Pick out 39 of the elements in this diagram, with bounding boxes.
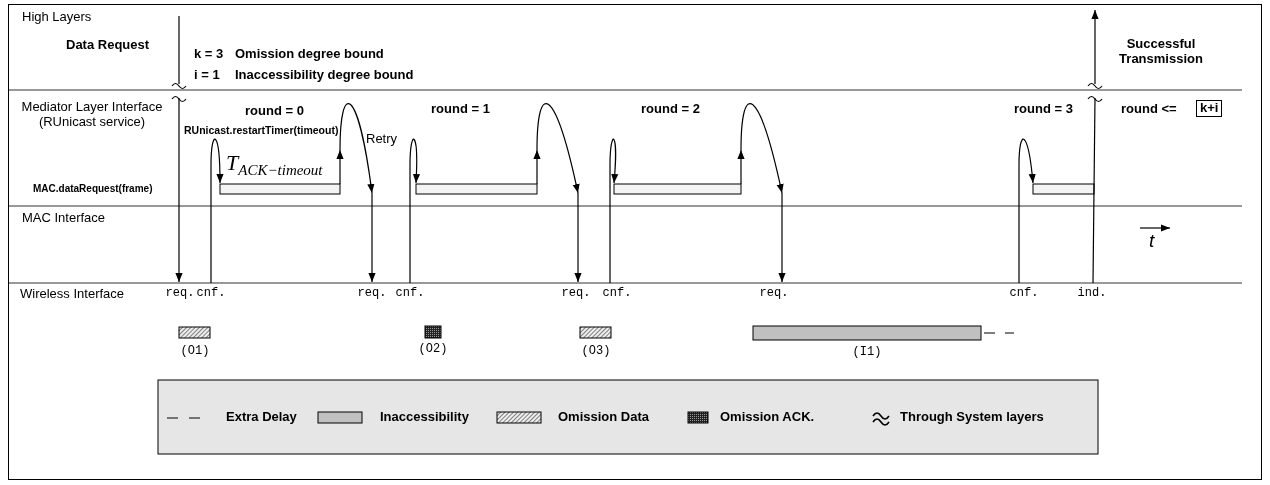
legend-label: Extra Delay xyxy=(226,410,297,425)
round-condition-label: round <= xyxy=(1121,102,1177,117)
parameter-label: k = 3 xyxy=(194,47,224,62)
layer-label: Mediator Layer Interface (RUnicast service) xyxy=(20,100,164,130)
episode-label: (O3) xyxy=(581,345,611,359)
parameter-description: Omission degree bound xyxy=(235,47,384,62)
primitive-label: cnf. xyxy=(602,287,632,301)
event-label: Successful Transmission xyxy=(1118,37,1204,67)
round-label: round = 1 xyxy=(431,102,490,117)
retry-label: Retry xyxy=(366,132,398,147)
primitive-label: ind. xyxy=(1077,287,1107,301)
primitive-label: MAC.dataRequest(frame) xyxy=(33,183,153,195)
episode-label: (I1) xyxy=(852,346,882,360)
legend-label: Inaccessibility xyxy=(380,410,469,425)
parameter-description: Inaccessibility degree bound xyxy=(235,68,414,83)
primitive-label: cnf. xyxy=(196,287,226,301)
round-label: round = 0 xyxy=(245,104,304,119)
round-label: round = 2 xyxy=(641,102,700,117)
legend-label: Through System layers xyxy=(900,410,1044,425)
timeout-label: T$_{ACK−timeout}$ xyxy=(226,150,323,180)
primitive-label: req. xyxy=(759,287,789,301)
round-label: round = 3 xyxy=(1014,102,1073,117)
primitive-label: RUnicast.restartTimer(timeout) xyxy=(184,124,339,137)
primitive-label: cnf. xyxy=(395,287,425,301)
primitive-label: cnf. xyxy=(1009,287,1039,301)
time-axis-label: t xyxy=(1149,230,1155,252)
primitive-label: req. xyxy=(357,287,387,301)
boxed-expression: k+i xyxy=(1196,100,1223,117)
layer-label: High Layers xyxy=(22,10,92,25)
primitive-label: req. xyxy=(165,287,195,301)
episode-label: (O2) xyxy=(418,343,448,357)
episode-label: (O1) xyxy=(180,345,210,359)
parameter-label: i = 1 xyxy=(194,68,220,83)
legend-label: Omission Data xyxy=(558,410,650,425)
layer-label: Wireless Interface xyxy=(20,287,125,302)
event-label: Data Request xyxy=(66,38,150,53)
layer-label: MAC Interface xyxy=(22,211,106,226)
legend-label: Omission ACK. xyxy=(720,410,815,425)
primitive-label: req. xyxy=(561,287,591,301)
